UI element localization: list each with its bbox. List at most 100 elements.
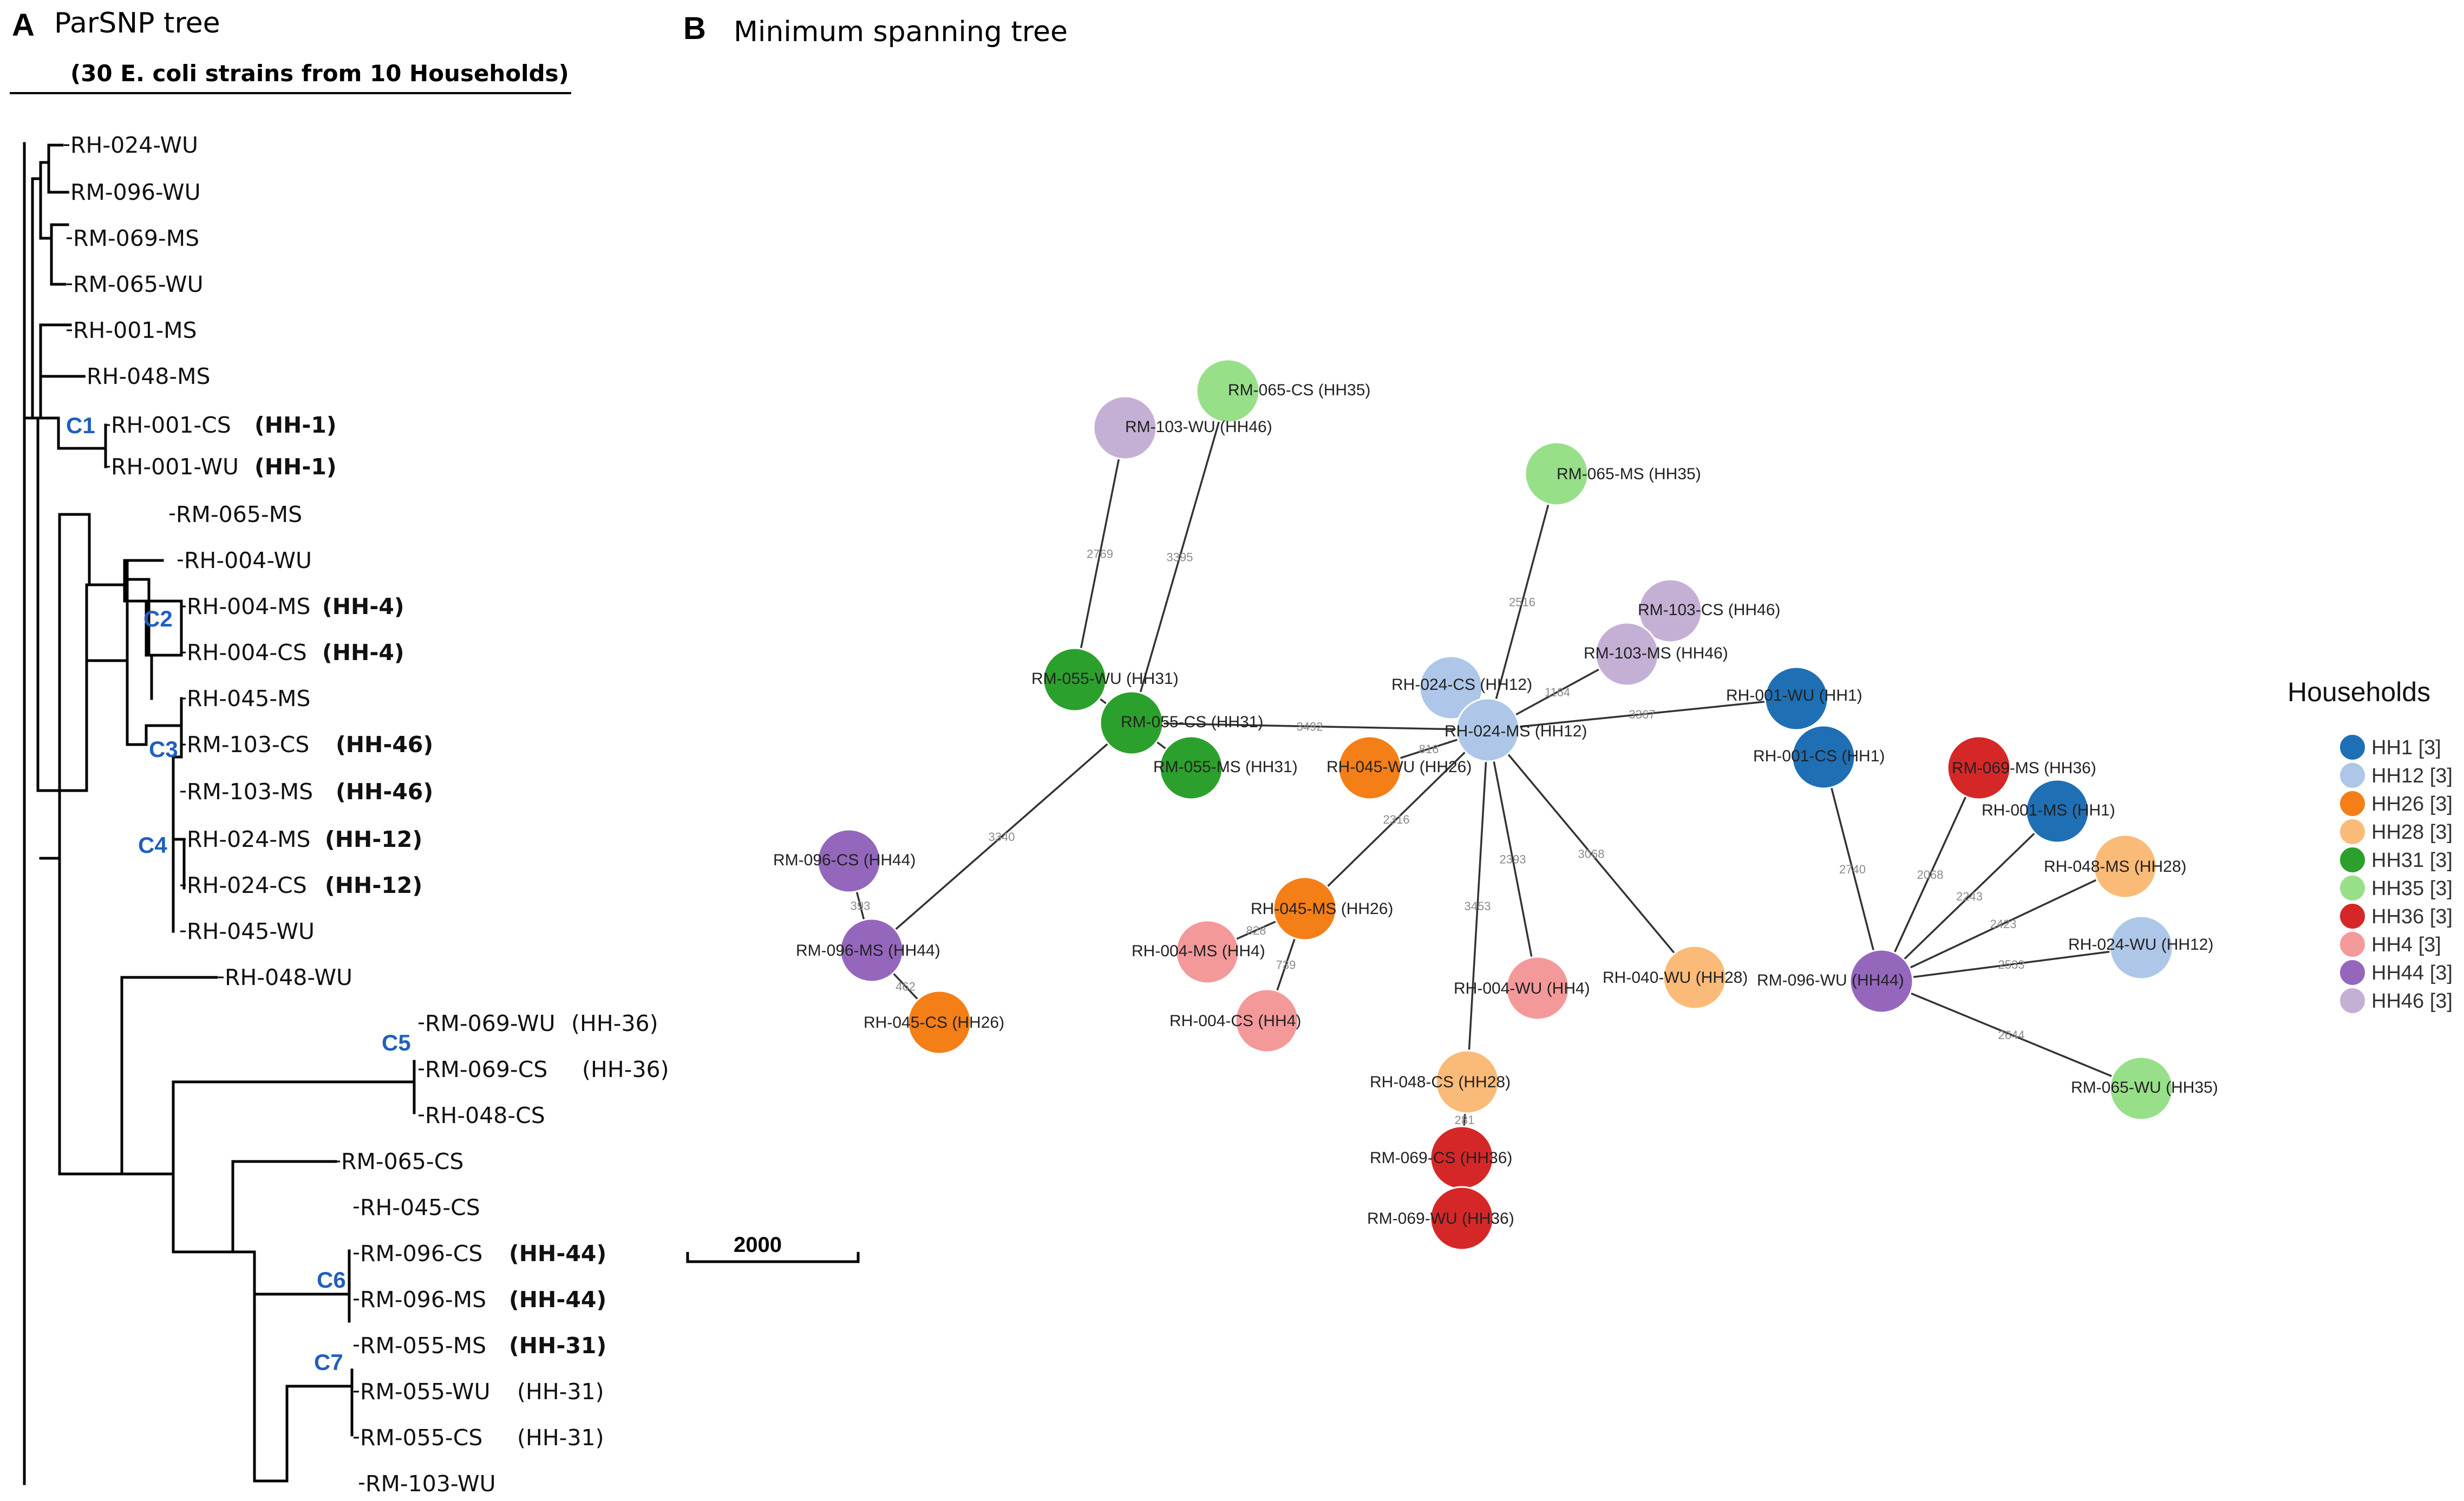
- mst-node: [2109, 915, 2174, 980]
- phylogenetic-tree: [23, 142, 153, 1485]
- clade-label: C6: [317, 1267, 346, 1293]
- mst-node: [1419, 655, 1483, 720]
- mst-node-label: RM-096-MS (HH44): [796, 942, 940, 960]
- mst-node-label: RH-048-CS (HH28): [1370, 1073, 1511, 1091]
- clade-label: C3: [149, 736, 178, 762]
- mst-node: [1435, 1049, 1500, 1114]
- tree-leaf-household: (HH-36): [582, 1056, 669, 1082]
- mst-node-label: RH-048-MS (HH28): [2044, 858, 2186, 876]
- tree-leaf-household: (HH-4): [322, 593, 404, 619]
- mst-edge-label: 3453: [1465, 899, 1491, 913]
- mst-edge-label: 1164: [1545, 686, 1570, 699]
- legend-label: HH44 [3]: [2371, 962, 2453, 984]
- panel-a-subtitle: (30 E. coli strains from 10 Households): [70, 60, 569, 87]
- tree-leaf-household: (HH-1): [254, 454, 337, 480]
- tree-leaf-label: RH-001-MS: [73, 317, 197, 343]
- tree-leaf-household: (HH-12): [325, 826, 422, 852]
- mst-node-label: RM-096-WU (HH44): [1757, 971, 1904, 989]
- mst-node-label: RM-055-MS (HH31): [1153, 758, 1298, 776]
- mst-edge: [1487, 697, 1797, 731]
- tree-leaf-household: (HH-44): [509, 1287, 606, 1313]
- mst-node: [1638, 578, 1703, 643]
- legend-swatch: [2339, 903, 2366, 930]
- mst-edge: [1487, 729, 1696, 978]
- mst-node-label: RH-045-WU (HH26): [1326, 758, 1472, 776]
- mst-node-label: RH-001-CS (HH1): [1753, 747, 1885, 765]
- mst-node: [1455, 697, 1520, 762]
- legend-label: HH4 [3]: [2371, 934, 2441, 956]
- legend-swatch: [2339, 790, 2366, 817]
- mst-node-label: RH-024-CS (HH12): [1391, 676, 1532, 694]
- tree-leaf-label: RM-103-MS: [187, 779, 313, 805]
- tree-leaf-label: RH-048-CS: [425, 1102, 545, 1128]
- mst-node: [1524, 441, 1589, 506]
- mst-edge: [1130, 390, 1229, 723]
- tree-leaf-label: RM-069-CS: [425, 1056, 547, 1082]
- clade-label: C4: [138, 832, 167, 858]
- mst-node-label: RM-065-CS (HH35): [1228, 381, 1370, 399]
- tree-leaf-label: RH-004-CS: [187, 639, 307, 665]
- mst-edge: [1074, 427, 1126, 680]
- legend: HH1 [3]HH12 [3]HH26 [3]HH28 [3]HH31 [3]H…: [2339, 734, 2453, 1014]
- mst-node-label: RH-024-WU (HH12): [2068, 936, 2213, 954]
- mst-node-label: RH-040-WU (HH28): [1603, 969, 1748, 987]
- mst-node: [1946, 735, 2011, 800]
- legend-swatch: [2339, 987, 2366, 1014]
- mst-node-label: RH-004-WU (HH4): [1454, 980, 1590, 997]
- mst-edge-label: 2740: [1839, 863, 1866, 876]
- mst-edge-label: 739: [1276, 958, 1296, 972]
- mst-node: [1099, 690, 1164, 755]
- clade-label: C5: [382, 1030, 411, 1055]
- legend-swatch: [2339, 734, 2366, 761]
- tree-leaf-label: RH-001-CS: [111, 412, 231, 438]
- mst-node-label: RH-004-MS (HH4): [1132, 942, 1265, 960]
- mst-node: [1594, 622, 1659, 687]
- tree-leaf-label: RM-065-CS: [341, 1148, 463, 1174]
- mst-edge-label: 2644: [1998, 1028, 2025, 1042]
- tree-leaf-labels: RH-024-WURM-096-WURM-069-MSRM-065-WURH-0…: [64, 132, 669, 1497]
- tree-leaf-label: RH-001-WU: [111, 454, 239, 480]
- mst-edge: [1822, 756, 1883, 982]
- tree-leaf-label: RM-065-WU: [73, 271, 204, 297]
- tree-leaf-label: RM-103-CS: [187, 732, 309, 758]
- mst-node: [1337, 735, 1402, 800]
- mst-edge-label: 2068: [1917, 868, 1944, 882]
- mst-edge: [1880, 767, 1980, 982]
- mst-edge: [1880, 810, 2058, 982]
- panel-b-letter: B: [683, 11, 706, 46]
- mst-edge-label: 2533: [1998, 958, 2025, 971]
- legend-label: HH31 [3]: [2371, 849, 2453, 872]
- tree-leaf-label: RM-069-WU: [425, 1010, 555, 1036]
- mst-edge-label: 462: [896, 980, 916, 994]
- mst-edge: [871, 722, 1133, 951]
- mst-edge: [1466, 729, 1489, 1082]
- legend-swatch: [2339, 818, 2366, 845]
- tree-leaf-label: RM-096-CS: [360, 1241, 482, 1267]
- tree-leaf-label: RM-069-MS: [73, 225, 199, 251]
- tree-leaf-label: RH-024-MS: [187, 826, 311, 852]
- mst-node: [907, 990, 972, 1055]
- mst-node: [1159, 735, 1224, 800]
- mst-node: [1764, 666, 1829, 731]
- mst-edge-label: 3367: [1629, 708, 1656, 721]
- mst-node-label: RM-096-CS (HH44): [773, 851, 916, 869]
- mst-node: [1505, 956, 1570, 1021]
- mst-node-label: RH-045-MS (HH26): [1251, 900, 1393, 918]
- mst-node: [1849, 949, 1914, 1014]
- mst-node: [1042, 647, 1107, 712]
- mst-node: [1662, 945, 1727, 1010]
- mst-node-label: RM-065-WU (HH35): [2071, 1079, 2218, 1097]
- mst-edge-label: 2316: [1383, 813, 1410, 826]
- legend-swatch: [2339, 846, 2366, 873]
- legend-label: HH1 [3]: [2371, 736, 2441, 759]
- panel-a-title: ParSNP tree: [54, 7, 220, 40]
- mst-node: [1234, 988, 1299, 1053]
- tree-leaf-label: RH-004-MS: [187, 593, 311, 619]
- scale-bar: 2000: [686, 1233, 860, 1263]
- mst-node-label: RH-024-MS (HH12): [1445, 722, 1587, 740]
- legend-label: HH26 [3]: [2371, 793, 2453, 815]
- mst-node-label: RH-001-WU (HH1): [1726, 687, 1862, 704]
